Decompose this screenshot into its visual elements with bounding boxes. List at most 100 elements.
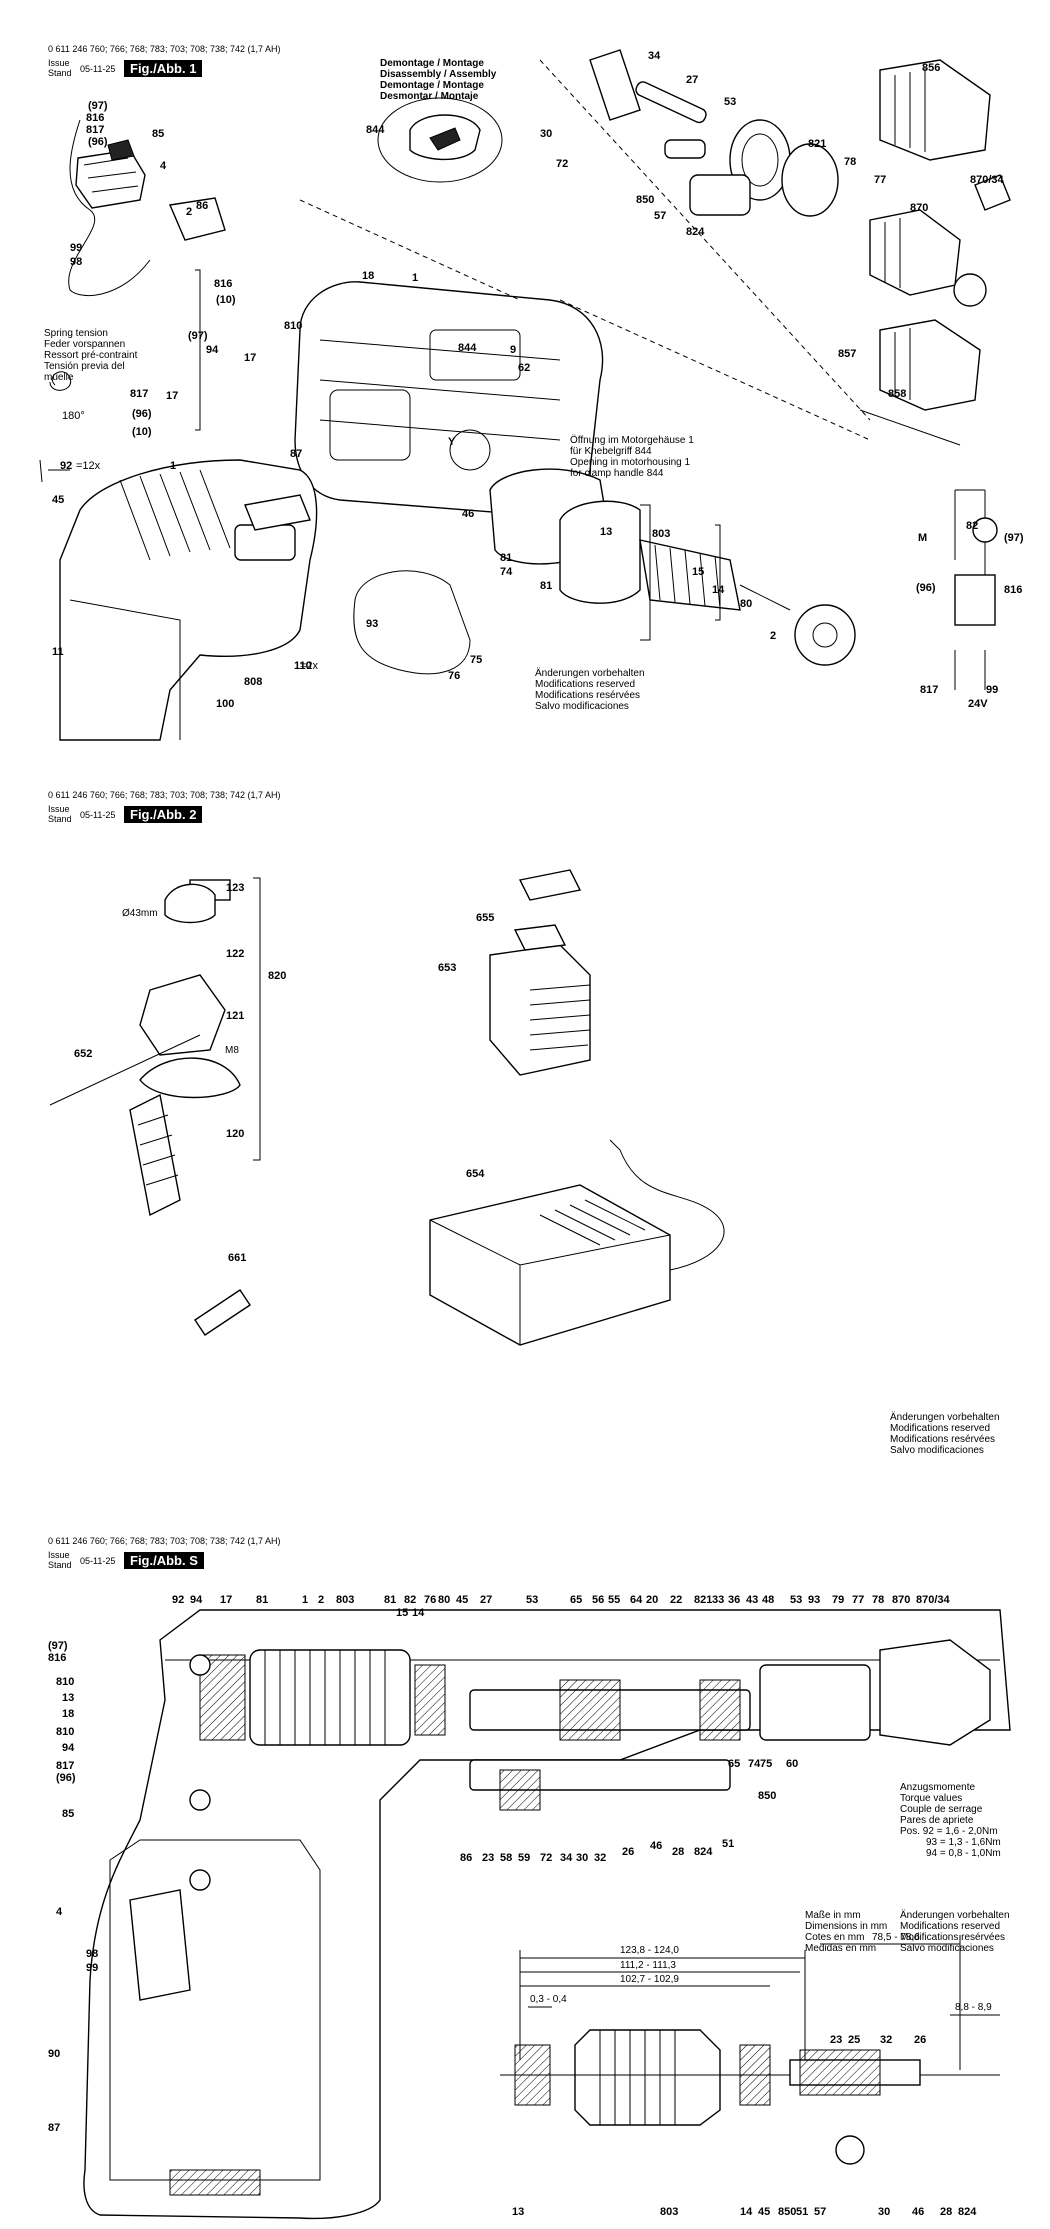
part-number-label: 81 — [540, 580, 553, 592]
angle-label: 180° — [62, 410, 85, 422]
note-line: Demontage / Montage — [380, 80, 484, 91]
note-line: Modifications reserved — [890, 1423, 991, 1434]
part-number-label: 821 — [808, 138, 827, 150]
note-line: Pares de apriete — [900, 1815, 974, 1826]
note-line: Feder vorspannen — [44, 339, 126, 350]
part-number-label: 45 — [52, 494, 65, 506]
part-number-label: 87 — [48, 2122, 61, 2134]
part-number-label: 824 — [686, 226, 705, 238]
charger — [429, 1139, 725, 1346]
fig1-header: 0 611 246 760; 766; 768; 783; 703; 708; … — [48, 44, 281, 54]
note-line: Modifications reserved — [535, 679, 636, 690]
part-number-label: 17 — [244, 352, 257, 364]
part-number-label: 15 — [692, 566, 705, 578]
part-number-label: 80 — [438, 1594, 451, 1606]
part-number-label: (96) — [56, 1772, 76, 1784]
part-number-label: 62 — [518, 362, 531, 374]
part-number-label: 661 — [228, 1252, 247, 1264]
note-line: 94 = 0,8 - 1,0Nm — [926, 1848, 1001, 1859]
part-number-label: 28 — [940, 2206, 953, 2218]
figS-header: 0 611 246 760; 766; 768; 783; 703; 708; … — [48, 1536, 281, 1546]
part-number-label: 110 — [294, 660, 312, 672]
part-number-label: 82 — [966, 520, 979, 532]
part-number-label: 870 — [892, 1594, 911, 1606]
part-number-label: 850 — [758, 1790, 777, 1802]
circuit-diagram — [954, 489, 998, 690]
note-line: Torque values — [900, 1793, 963, 1804]
issue-label: Issue — [48, 804, 70, 814]
battery-pack — [489, 869, 591, 1076]
note-line: Anzugsmomente — [900, 1782, 976, 1793]
part-number-label: 56 — [592, 1594, 605, 1606]
part-number-label: 34 — [648, 50, 661, 62]
part-number-label: (96) — [916, 582, 936, 594]
part-number-label: 821 — [694, 1594, 713, 1606]
part-number-label: 13 — [512, 2206, 525, 2218]
fig2-date: 05-11-25 — [80, 810, 116, 820]
part-number-label: 27 — [686, 74, 699, 86]
part-number-label: 1 — [170, 460, 177, 472]
note-line: Änderungen vorbehalten — [900, 1910, 1010, 1921]
part-number-label: 60 — [786, 1758, 799, 1770]
part-number-label: 653 — [438, 962, 457, 974]
stand-label: Stand — [48, 814, 72, 824]
part-number-label: 1 — [302, 1594, 309, 1606]
fig2-drawing — [49, 869, 725, 1346]
fig2-issue: Issue Stand — [48, 804, 72, 824]
part-number-label: 810 — [56, 1726, 75, 1738]
part-number-label: (10) — [216, 294, 236, 306]
part-number-label: 857 — [838, 348, 857, 360]
part-number-label: 78 — [844, 156, 857, 168]
part-number-label: 2 — [318, 1594, 325, 1606]
part-number-label: 79 — [832, 1594, 845, 1606]
part-number-label: 74 — [500, 566, 513, 578]
part-number-label: (10) — [132, 426, 152, 438]
part-number-label: 53 — [724, 96, 737, 108]
part-number-label: 32 — [880, 2034, 893, 2046]
note-line: Dimensions in mm — [805, 1921, 888, 1932]
part-number-label: (97) — [188, 330, 208, 342]
note-line: Öffnung im Motorgehäuse 1 — [570, 435, 694, 446]
note-line: for clamp handle 844 — [570, 468, 664, 479]
part-number-label: 43 — [746, 1594, 759, 1606]
figS-changes-note: Änderungen vorbehalten Modifications res… — [900, 1910, 1010, 1954]
part-number-label: 14 — [412, 1607, 425, 1619]
part-number-label: 34 — [560, 1852, 573, 1864]
part-number-label: 65 — [570, 1594, 583, 1606]
note-line: Pos. 92 = 1,6 - 2,0Nm — [900, 1826, 998, 1837]
thread-label: M8 — [225, 1045, 239, 1056]
part-number-label: 2 — [186, 206, 193, 218]
note-line: Salvo modificaciones — [890, 1445, 984, 1456]
part-number-label: 26 — [914, 2034, 927, 2046]
fig2-changes-note: Änderungen vorbehalten Modifications res… — [890, 1412, 1000, 1456]
part-number-label: 803 — [336, 1594, 355, 1606]
chucks — [859, 59, 1011, 446]
part-number-label: 58 — [500, 1852, 513, 1864]
part-number-label: 652 — [74, 1048, 93, 1060]
dim-1: 123,8 - 124,0 — [620, 1945, 679, 1956]
motor-armature — [489, 468, 856, 666]
part-number-label: 59 — [518, 1852, 531, 1864]
part-number-label: 65 — [728, 1758, 741, 1770]
part-number-label: 76 — [424, 1594, 437, 1606]
part-number-label: 51 — [722, 1838, 735, 1850]
motor-housing — [294, 281, 604, 516]
note-line: Maße in mm — [805, 1910, 861, 1921]
part-number-label: 94 — [190, 1594, 203, 1606]
switch-part — [68, 119, 151, 296]
part-number-label: 36 — [728, 1594, 741, 1606]
part-number-label: 76 — [448, 670, 461, 682]
note-line: Desmontar / Montaje — [380, 91, 479, 102]
part-number-label: 86 — [196, 200, 209, 212]
part-number-label: 45 — [456, 1594, 469, 1606]
part-number-label: 23 — [482, 1852, 495, 1864]
note-line: Tensión previa del — [44, 361, 125, 372]
part-number-label: 98 — [70, 256, 83, 268]
part-number-label: 81 — [500, 552, 513, 564]
spring-note: Spring tension Feder vorspannen Ressort … — [44, 328, 137, 383]
part-number-label: 123 — [226, 882, 245, 894]
part-number-label: 92 — [60, 460, 73, 472]
demontage-detail — [377, 97, 503, 183]
note-line: Änderungen vorbehalten — [535, 668, 645, 679]
part-number-label: 30 — [576, 1852, 589, 1864]
